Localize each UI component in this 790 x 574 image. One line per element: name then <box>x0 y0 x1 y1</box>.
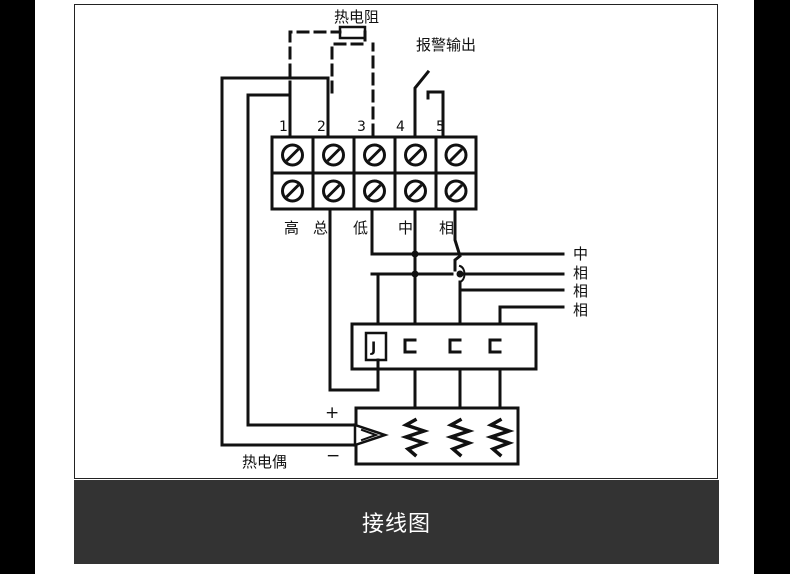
terminal-number: 4 <box>396 119 405 135</box>
screw-slot <box>326 147 341 163</box>
terminal-label: 总 <box>313 219 328 237</box>
screw-slot <box>326 183 341 199</box>
terminal-screws <box>281 143 468 203</box>
screw-slot <box>448 183 464 199</box>
alarm-output-label: 报警输出 <box>416 36 476 54</box>
terminal-label: 高 <box>284 219 299 237</box>
rtd-label: 热电阻 <box>334 8 379 26</box>
screw-slot <box>367 183 382 199</box>
screw-slot <box>408 147 423 163</box>
line-label: 相 <box>573 282 588 300</box>
terminal-label: 低 <box>353 219 368 237</box>
rtd-resistor-icon <box>338 25 367 40</box>
caption-bar: 接线图 <box>74 480 719 564</box>
terminal-label: 相 <box>439 219 454 237</box>
thermocouple-label: 热电偶 <box>242 453 287 471</box>
heater-coil-icon <box>485 417 515 458</box>
diagram-frame <box>74 4 718 479</box>
screw-slot <box>408 183 423 199</box>
screw-slot <box>285 183 300 199</box>
relay-coil-icon <box>364 331 388 362</box>
screw-slot <box>285 147 300 163</box>
screw-slot <box>448 147 464 163</box>
plus-label: + <box>325 403 339 423</box>
relay-label: J <box>370 340 376 356</box>
alarm-switch-icon <box>413 69 445 137</box>
terminal-number: 3 <box>357 119 366 135</box>
terminal-number: 5 <box>436 119 445 135</box>
line-label: 中 <box>573 245 588 263</box>
heater-coil-icon <box>445 417 475 458</box>
caption-text: 接线图 <box>361 512 431 537</box>
wire-terminal1 <box>246 93 357 427</box>
terminal-label: 中 <box>398 219 413 237</box>
heater-coil-icon <box>400 417 430 458</box>
terminal-number: 1 <box>279 119 288 135</box>
line-label: 相 <box>573 301 588 319</box>
minus-label: − <box>326 446 340 466</box>
screw-slot <box>367 147 382 163</box>
junction-dots <box>411 250 464 278</box>
line-label: 相 <box>573 264 588 282</box>
wire-terminal2 <box>220 76 357 447</box>
terminal-number: 2 <box>317 119 326 135</box>
